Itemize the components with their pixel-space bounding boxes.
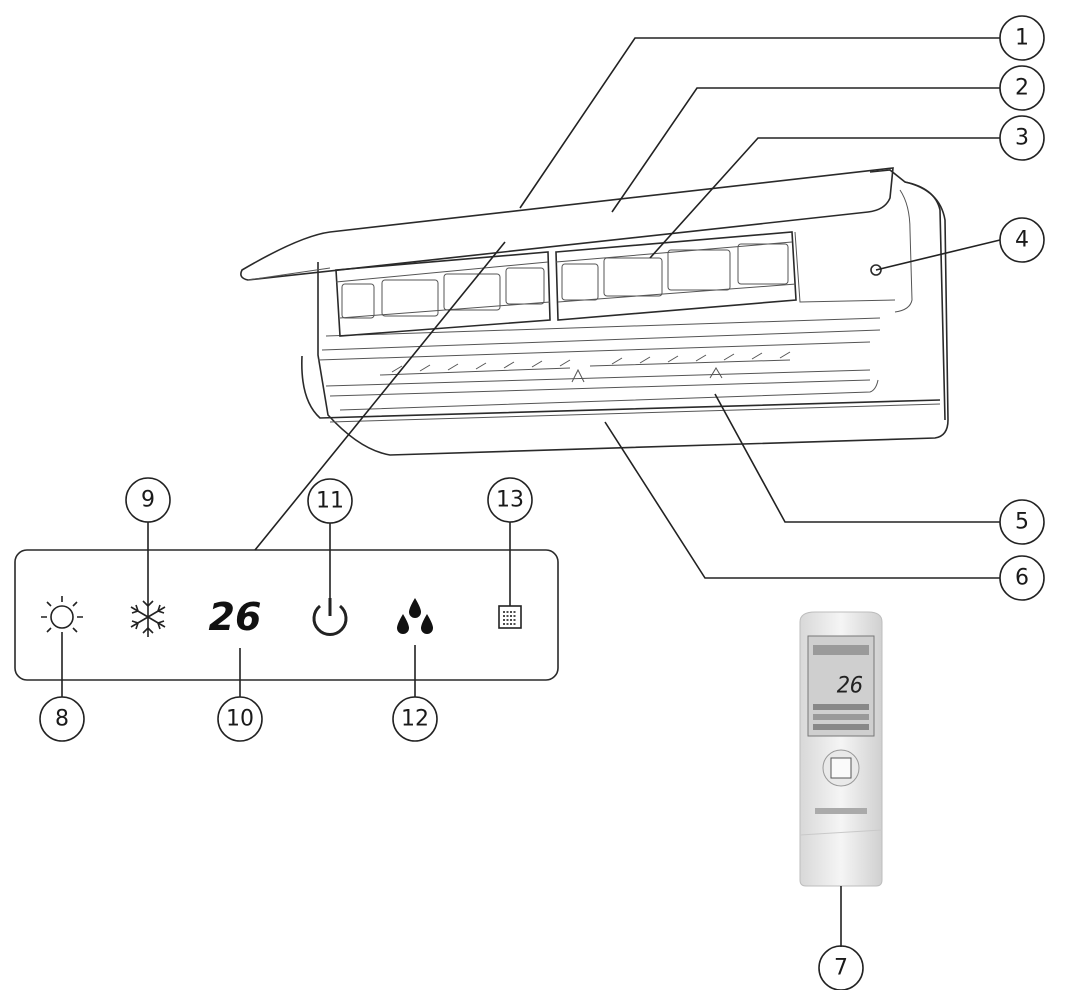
callout-7: 7 <box>818 945 864 990</box>
remote-temperature-display: 26 <box>837 674 864 699</box>
callout-11: 11 <box>307 478 353 524</box>
callouts: 1 2 3 4 5 6 7 8 9 10 11 12 13 <box>39 15 1045 990</box>
temperature-display: 26 <box>209 595 262 639</box>
remote-screen: 26 <box>813 645 869 730</box>
callout-8: 8 <box>39 696 85 742</box>
callout-4: 4 <box>999 217 1045 263</box>
svg-text:3: 3 <box>1015 126 1029 151</box>
snowflake-icon <box>130 597 166 637</box>
svg-text:6: 6 <box>1015 566 1029 591</box>
callout-5: 5 <box>999 499 1045 545</box>
svg-text:2: 2 <box>1015 76 1029 101</box>
louvers <box>379 351 791 383</box>
callout-3: 3 <box>999 115 1045 161</box>
display-panel: 26 <box>14 549 559 681</box>
remote-navigation-pad[interactable] <box>822 749 860 787</box>
grid-icon <box>498 605 522 629</box>
svg-text:13: 13 <box>496 488 524 513</box>
svg-text:9: 9 <box>141 488 155 513</box>
svg-text:11: 11 <box>316 489 344 514</box>
air-filter-left <box>335 251 551 337</box>
remote-control: 26 <box>799 611 883 887</box>
air-filter-right <box>555 231 797 321</box>
sensor-icon <box>870 264 882 276</box>
air-outlet <box>301 341 941 423</box>
svg-text:5: 5 <box>1015 510 1029 535</box>
svg-text:7: 7 <box>834 956 848 981</box>
callout-10: 10 <box>217 696 263 742</box>
callout-13: 13 <box>487 477 533 523</box>
svg-text:8: 8 <box>55 707 69 732</box>
svg-text:10: 10 <box>226 707 254 732</box>
indoor-unit <box>240 167 949 456</box>
callout-12: 12 <box>392 696 438 742</box>
callout-6: 6 <box>999 555 1045 601</box>
svg-text:4: 4 <box>1015 228 1029 253</box>
svg-text:12: 12 <box>401 707 429 732</box>
callout-1: 1 <box>999 15 1045 61</box>
sun-icon <box>41 596 83 638</box>
power-icon <box>312 598 348 636</box>
callout-9: 9 <box>125 477 171 523</box>
svg-text:1: 1 <box>1015 26 1029 51</box>
callout-2: 2 <box>999 65 1045 111</box>
remote-button-strip[interactable] <box>815 808 867 814</box>
water-drops-icon <box>397 598 433 634</box>
leader-lines <box>61 37 1001 947</box>
